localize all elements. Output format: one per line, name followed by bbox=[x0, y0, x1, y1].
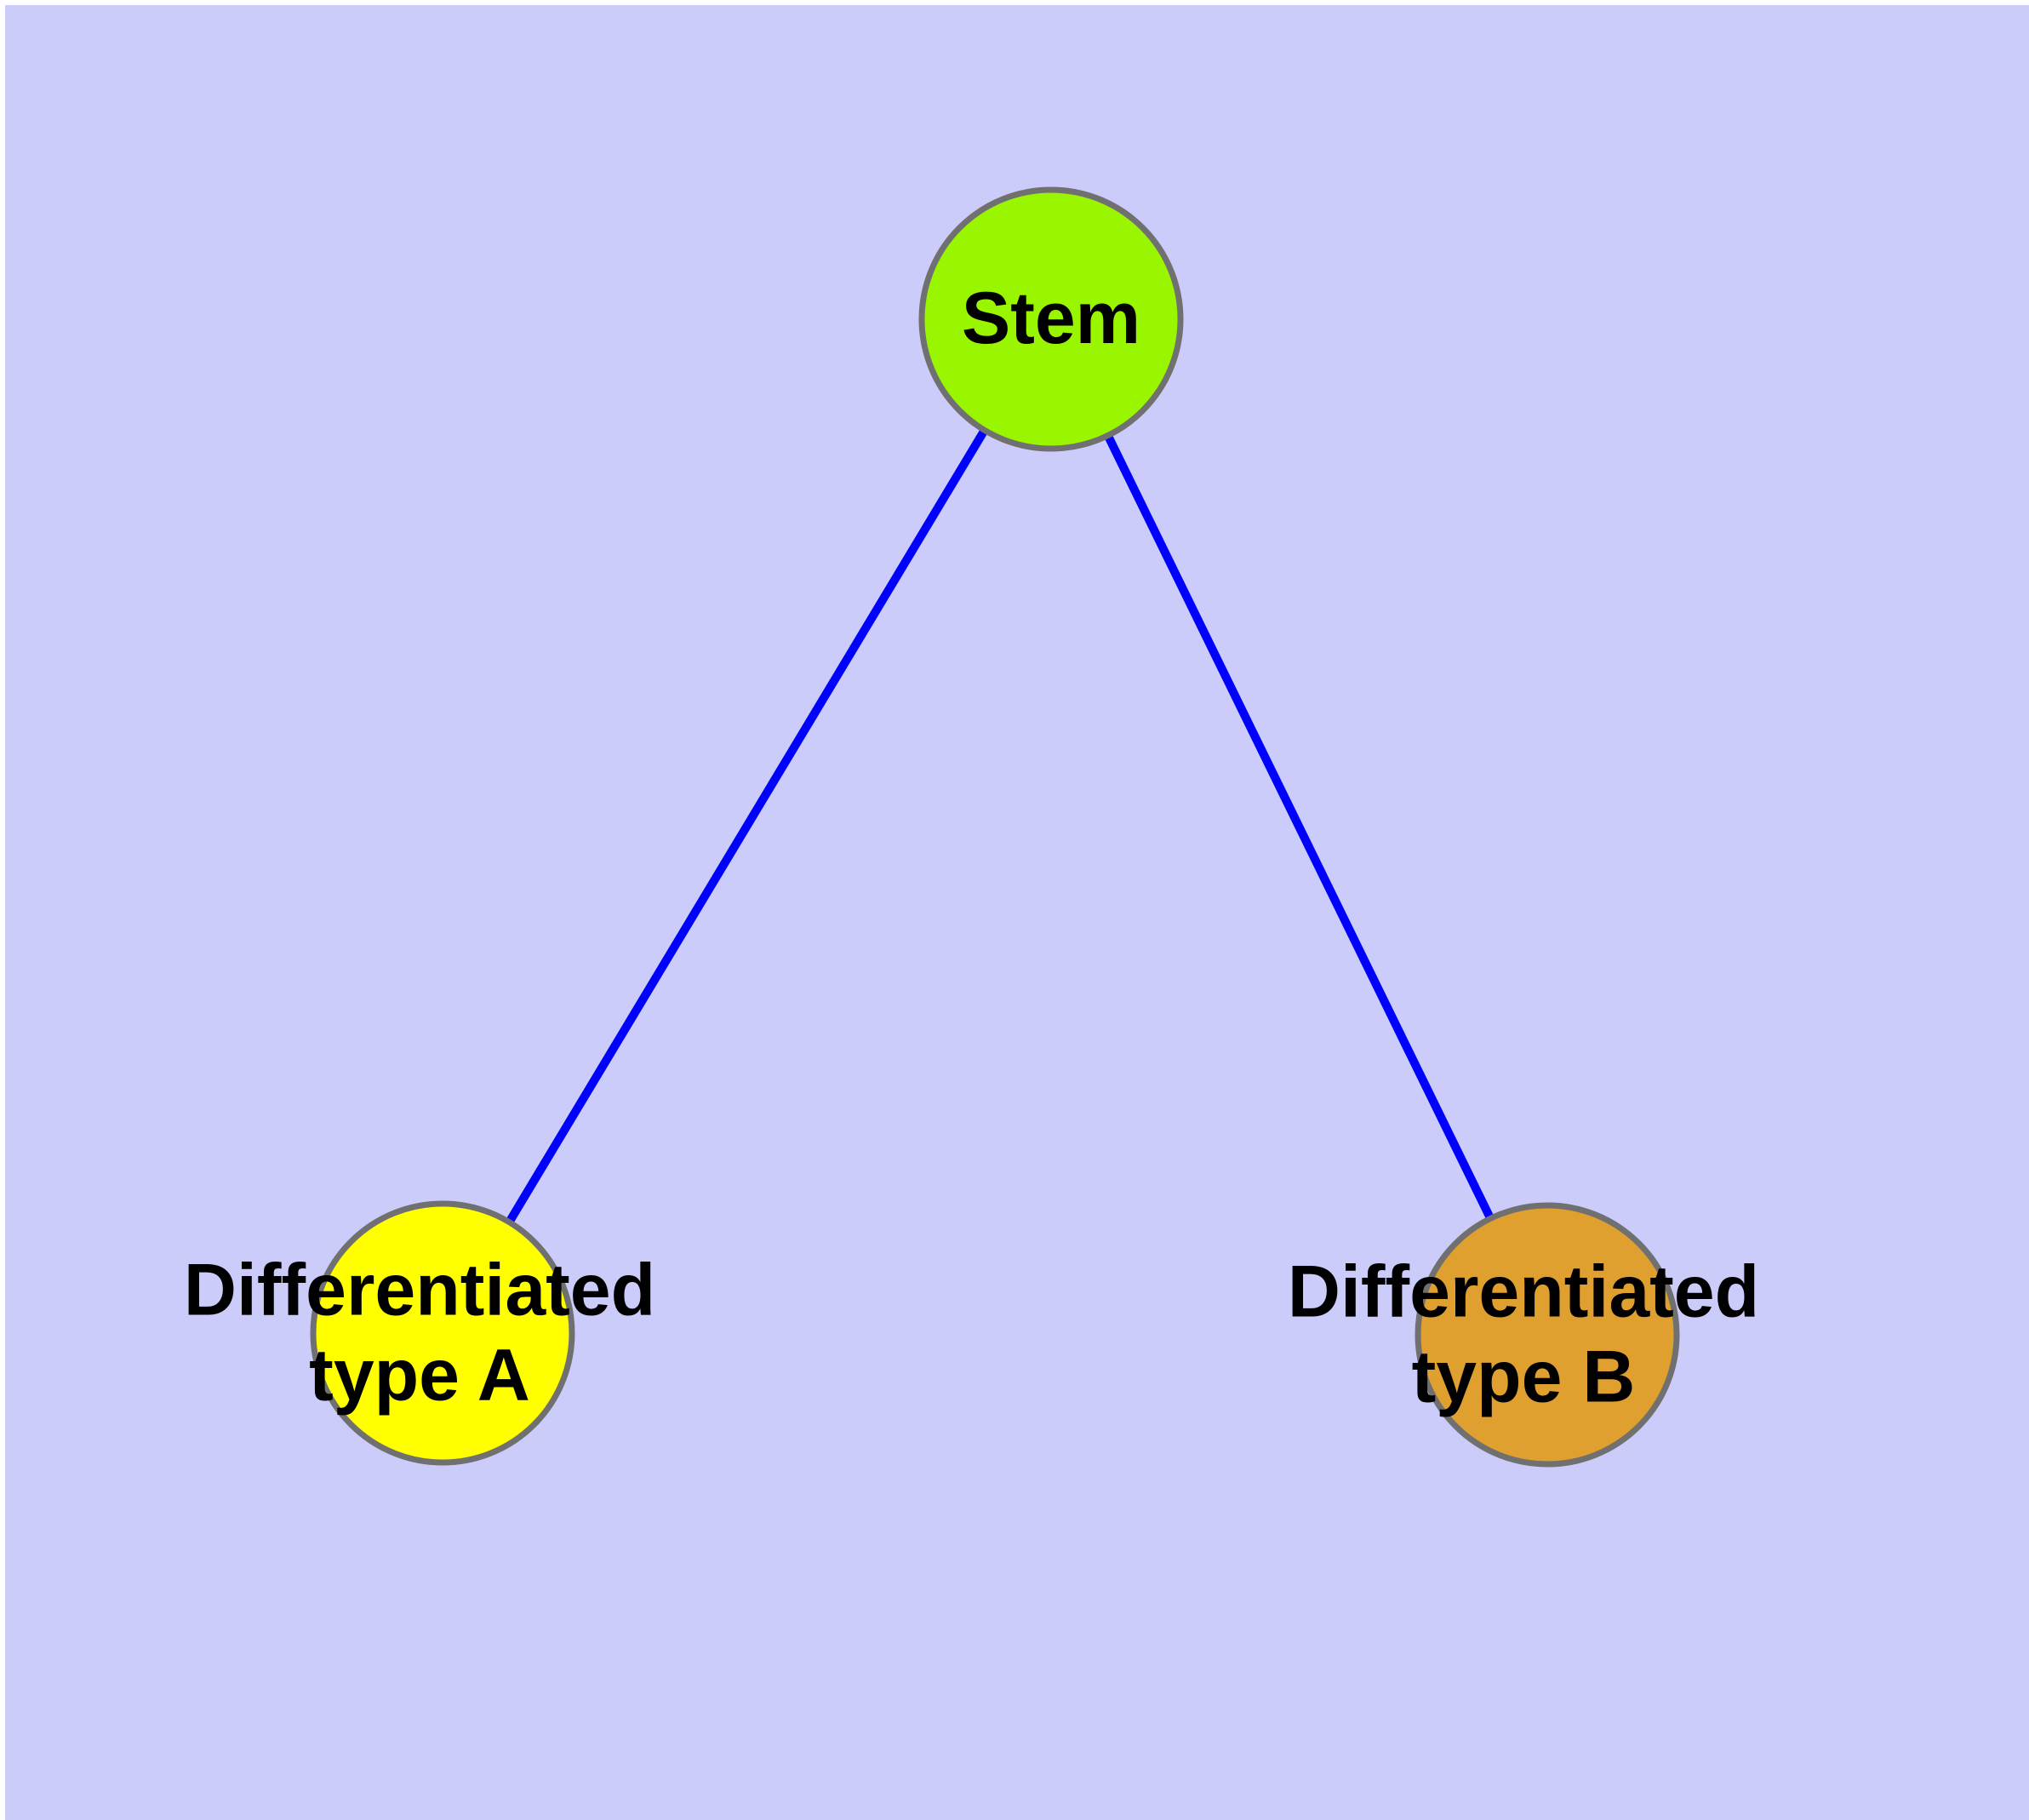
edges-layer bbox=[504, 426, 1495, 1226]
nodes-layer bbox=[310, 186, 1680, 1468]
graph-node-diff_a[interactable] bbox=[310, 1200, 575, 1466]
graph-node-diff_b[interactable] bbox=[1415, 1202, 1680, 1468]
graph-svg bbox=[310, 186, 1680, 1468]
graph-edge-stem-diff_a bbox=[504, 426, 990, 1226]
graph-edge-stem-diff_b bbox=[1103, 432, 1495, 1222]
graph-node-stem[interactable] bbox=[918, 186, 1184, 452]
